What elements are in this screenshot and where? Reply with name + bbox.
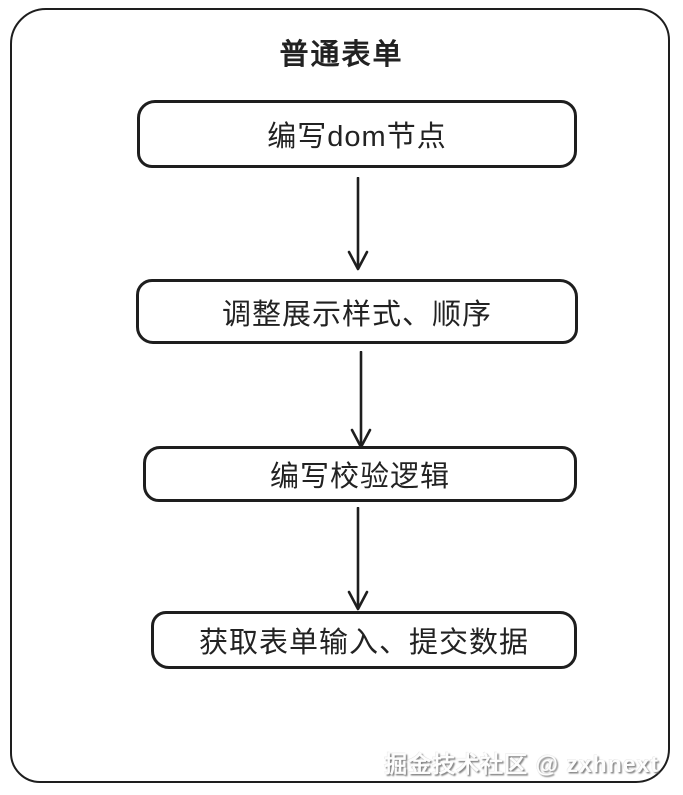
flow-node-get-input-submit: 获取表单输入、提交数据 [151,611,577,669]
arrow-down-icon [350,351,372,449]
watermark: 掘金技术社区 @ zxhnext [384,751,659,777]
flow-node-adjust-style-order: 调整展示样式、顺序 [136,279,578,344]
arrow-down-icon [347,507,369,611]
arrow-down-icon [347,177,369,271]
flow-node-write-dom: 编写dom节点 [137,100,577,168]
flow-node-write-validation: 编写校验逻辑 [143,446,577,502]
diagram-title: 普通表单 [279,39,404,71]
diagram-border [10,8,670,783]
